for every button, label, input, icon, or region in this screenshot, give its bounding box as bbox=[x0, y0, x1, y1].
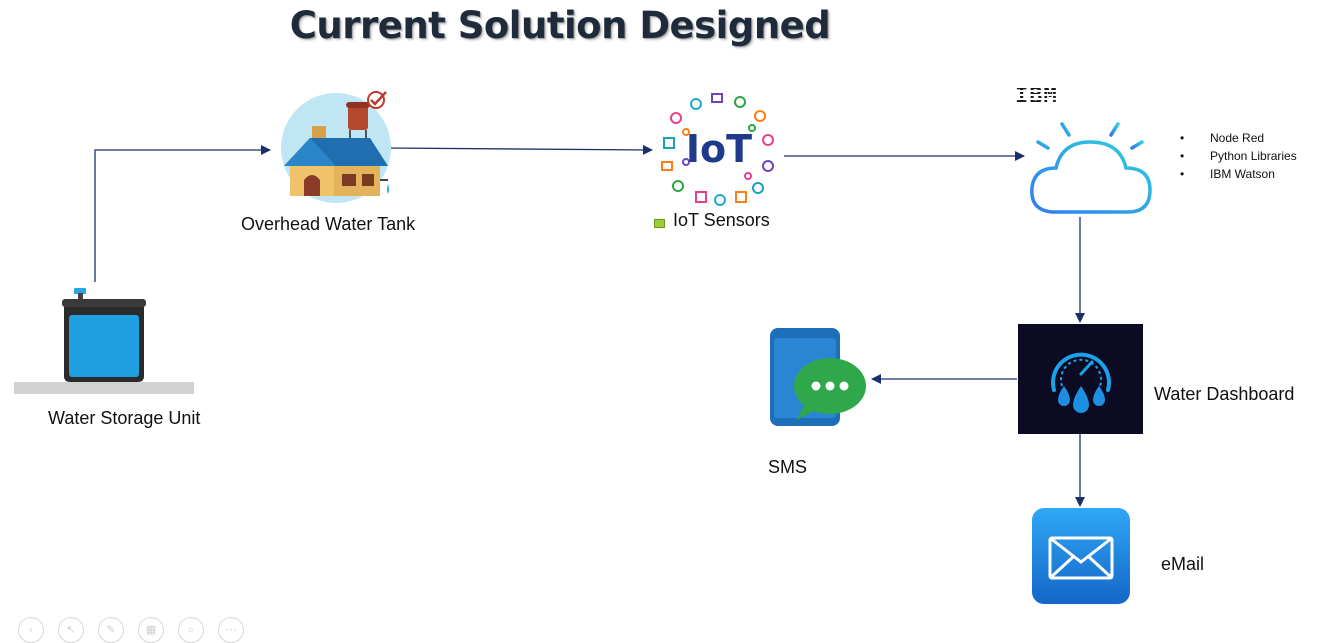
iot-label: IoT Sensors bbox=[673, 210, 770, 230]
pointer-icon[interactable]: ↖ bbox=[58, 617, 84, 643]
arrow-storage-to-overhead bbox=[94, 145, 271, 282]
email-label: eMail bbox=[1161, 554, 1205, 574]
ibm-logo-text: IBM bbox=[1015, 84, 1058, 109]
grid-icon[interactable]: ▦ bbox=[138, 617, 164, 643]
iot-icon: IoT bbox=[661, 93, 774, 206]
prev-icon[interactable]: ‹ bbox=[18, 617, 44, 643]
gauge-icon bbox=[1018, 324, 1143, 434]
list-item: •IBM Watson bbox=[1180, 167, 1275, 181]
slide-toolbar: ‹ ↖ ✎ ▦ ⌕ ⋯ bbox=[18, 617, 244, 643]
zoom-icon[interactable]: ⌕ bbox=[178, 617, 204, 643]
bullet-ibm-watson: IBM Watson bbox=[1210, 167, 1275, 181]
pen-icon[interactable]: ✎ bbox=[98, 617, 124, 643]
water-tank-icon bbox=[14, 288, 194, 394]
list-item: •Python Libraries bbox=[1180, 149, 1297, 163]
phone-chat-icon bbox=[770, 328, 866, 426]
iot-badge-text: IoT bbox=[686, 127, 752, 171]
sms-label: SMS bbox=[768, 457, 808, 477]
bullet-python-libraries: Python Libraries bbox=[1210, 149, 1297, 163]
ibm-logo: IBM bbox=[1015, 84, 1058, 109]
dashboard-label: Water Dashboard bbox=[1154, 384, 1295, 404]
overhead-label: Overhead Water Tank bbox=[241, 214, 416, 234]
house-icon bbox=[281, 91, 391, 203]
mail-icon bbox=[1032, 508, 1130, 604]
diagram-title: Current Solution Designed bbox=[289, 4, 831, 47]
arrow-overhead-to-iot bbox=[385, 144, 653, 155]
more-icon[interactable]: ⋯ bbox=[218, 617, 244, 643]
cloud-feature-list: •Node Red •Python Libraries •IBM Watson bbox=[1180, 129, 1297, 183]
storage-label: Water Storage Unit bbox=[48, 408, 201, 428]
small-status-icon bbox=[654, 219, 665, 228]
list-item: •Node Red bbox=[1180, 131, 1265, 145]
cloud-icon bbox=[1030, 112, 1152, 214]
bullet-node-red: Node Red bbox=[1210, 131, 1265, 145]
